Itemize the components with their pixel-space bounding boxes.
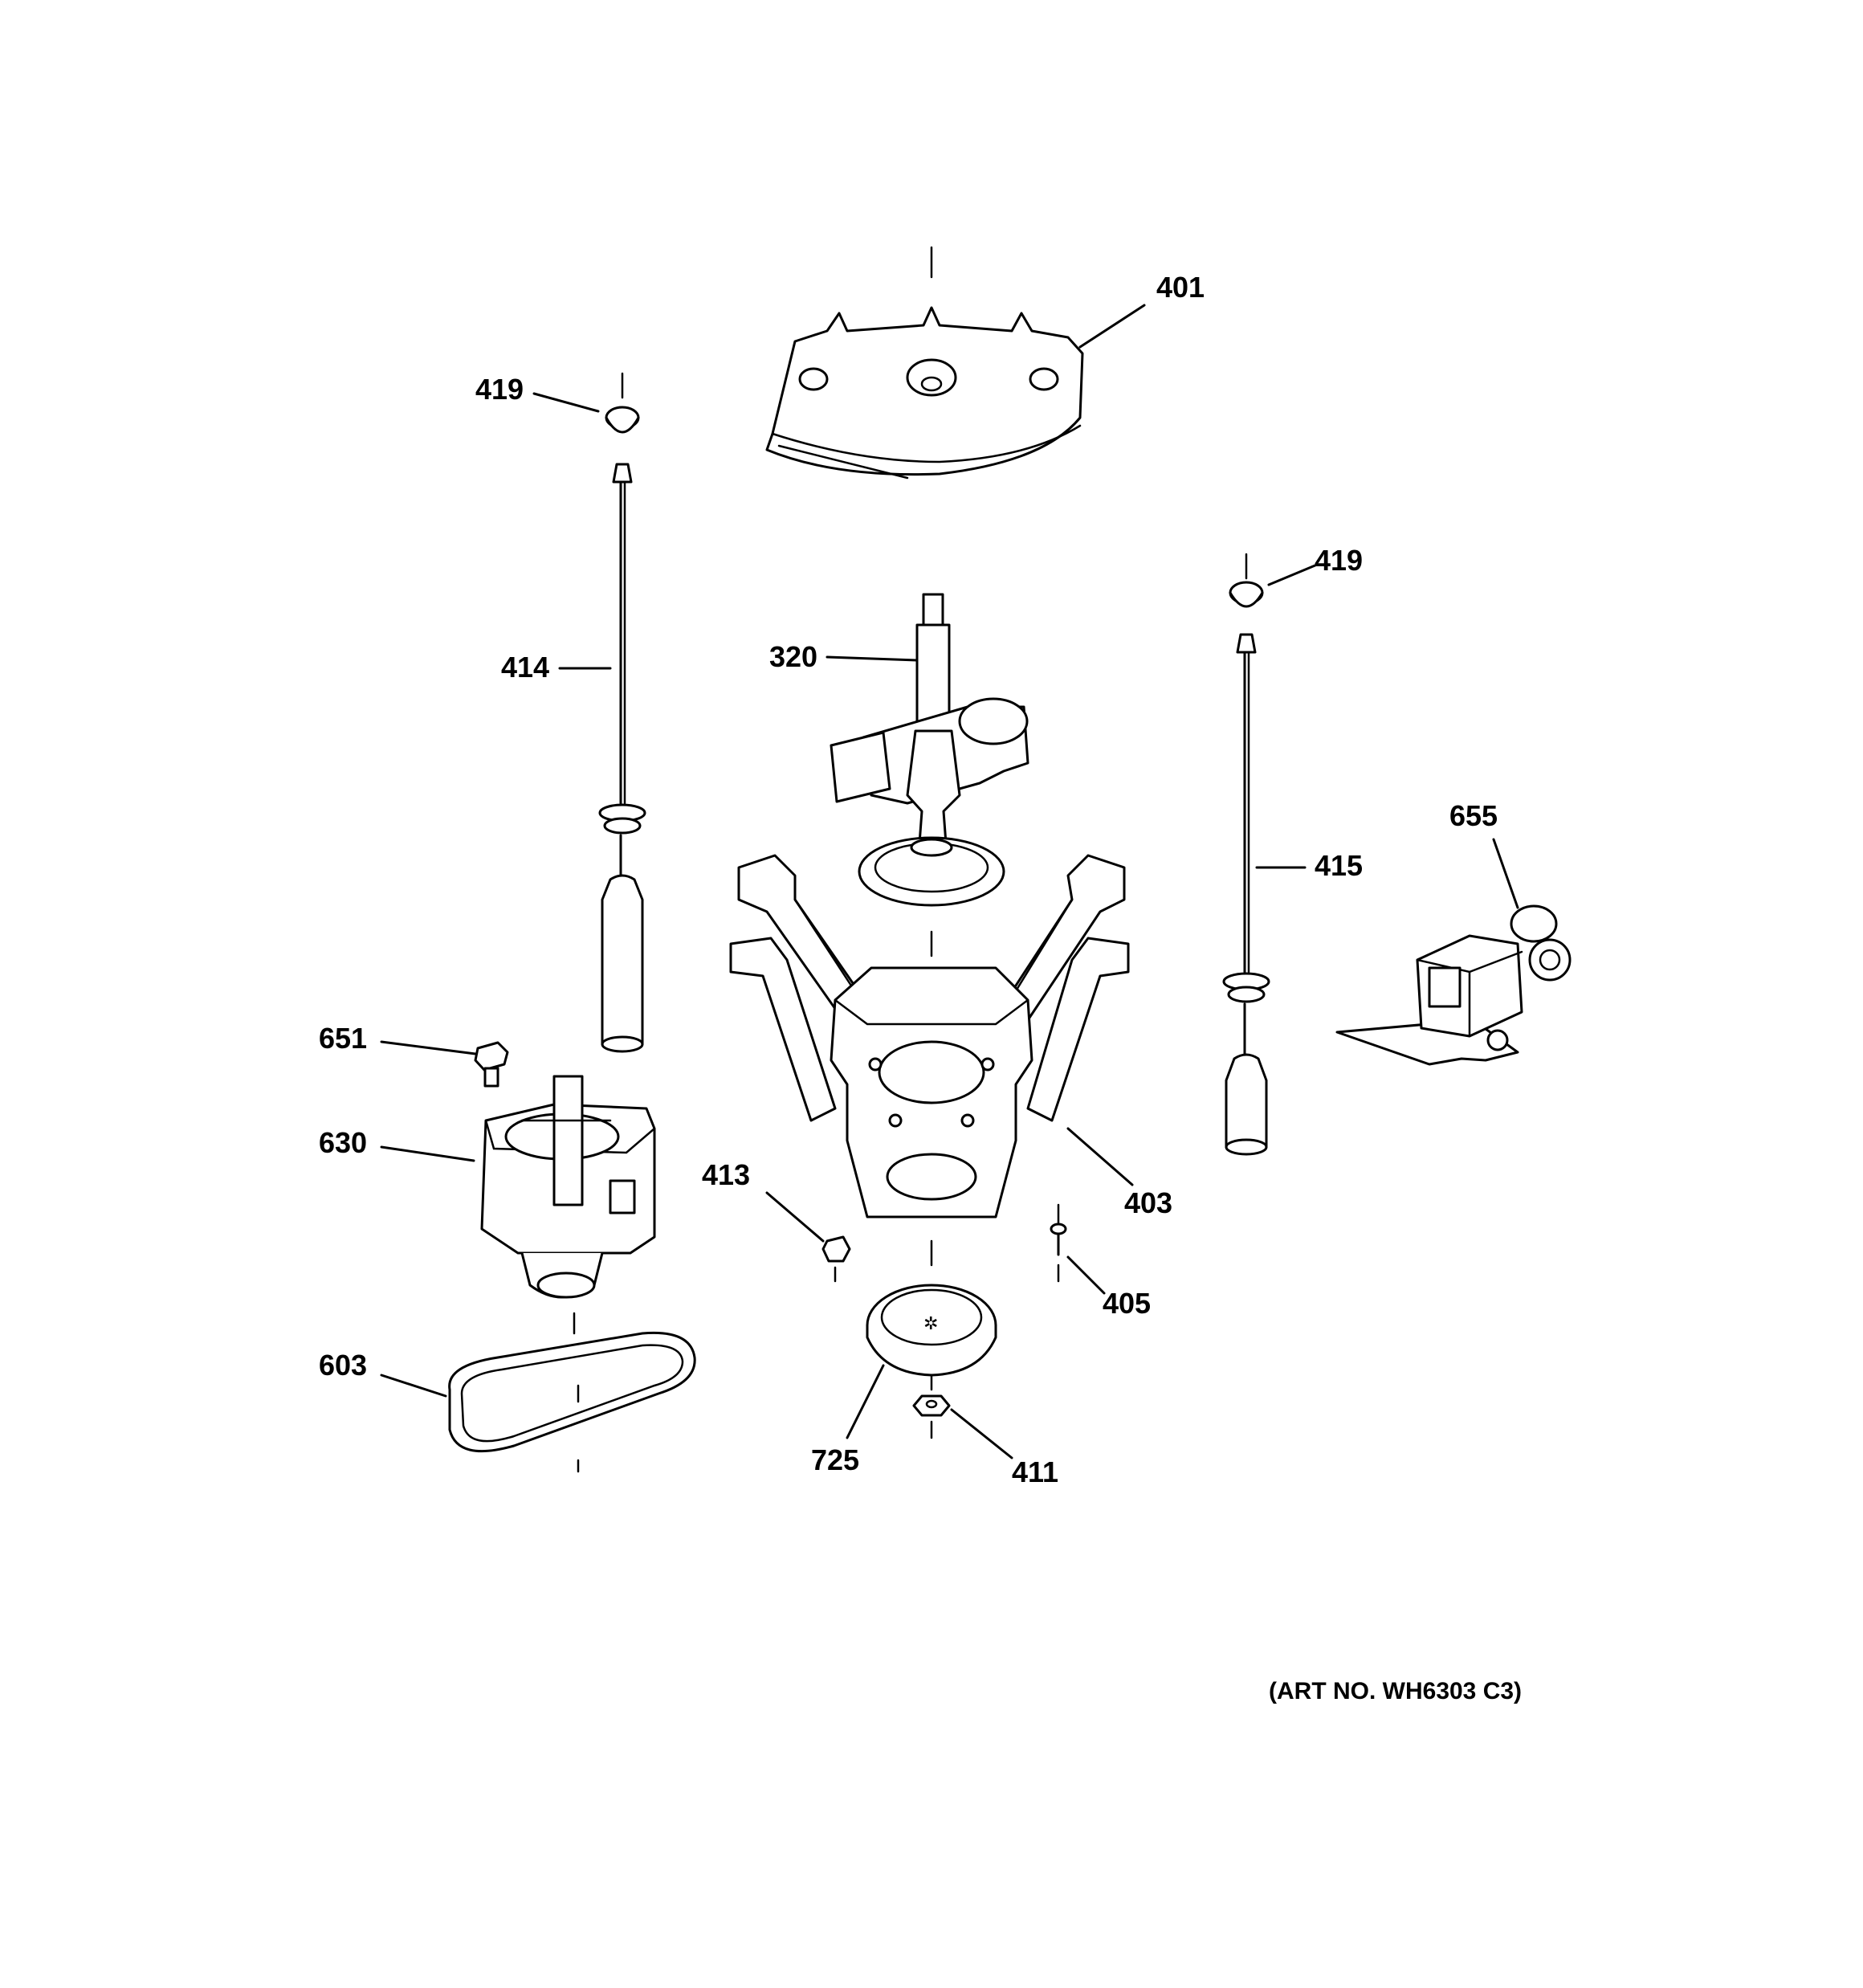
leader-419-right [1267, 563, 1319, 586]
part-630-motor [480, 1075, 656, 1335]
leader-725 [846, 1364, 885, 1439]
callout-419-left: 419 [475, 373, 524, 406]
part-415-suspension-rod [1222, 633, 1270, 1156]
callout-651: 651 [319, 1022, 367, 1055]
callout-725: 725 [811, 1443, 859, 1476]
part-411-nut [912, 1394, 951, 1439]
leader-419-left [532, 392, 600, 413]
part-419-left-cap [605, 372, 640, 434]
callout-401: 401 [1156, 271, 1205, 304]
part-320-transmission [830, 593, 1029, 957]
callout-320: 320 [769, 640, 817, 673]
callout-403: 403 [1124, 1186, 1172, 1219]
callout-630: 630 [319, 1126, 367, 1159]
leader-411 [950, 1408, 1013, 1459]
callout-655: 655 [1449, 799, 1498, 832]
part-419-right-cap [1229, 553, 1264, 608]
art-number-label: (ART NO. WH6303 C3) [1269, 1678, 1522, 1704]
part-725-pulley: ✲ [866, 1239, 997, 1391]
callout-415: 415 [1315, 849, 1363, 882]
callout-405: 405 [1103, 1287, 1151, 1320]
callout-411: 411 [1012, 1455, 1058, 1488]
part-414-suspension-rod [598, 463, 646, 1053]
leader-655 [1492, 838, 1519, 909]
leader-405 [1066, 1255, 1106, 1295]
part-401-cover [765, 246, 1084, 480]
leader-630 [380, 1145, 475, 1162]
leader-603 [380, 1374, 447, 1398]
part-655-pump [1335, 904, 1572, 1066]
part-413-nut [821, 1235, 851, 1283]
part-603-belt [448, 1331, 696, 1473]
leader-651 [380, 1040, 477, 1055]
leader-320 [826, 655, 919, 662]
pulley-star-icon: ✲ [923, 1314, 938, 1334]
callout-414: 414 [501, 651, 549, 684]
part-405-screw [1050, 1203, 1067, 1283]
leader-403 [1066, 1127, 1134, 1186]
callout-419-right: 419 [1315, 544, 1363, 577]
callout-413: 413 [702, 1158, 750, 1191]
leader-413 [765, 1191, 825, 1243]
part-403-platform [729, 854, 1130, 1219]
part-651-bolt [474, 1041, 509, 1088]
leader-401 [1078, 304, 1146, 349]
callout-603: 603 [319, 1349, 367, 1382]
